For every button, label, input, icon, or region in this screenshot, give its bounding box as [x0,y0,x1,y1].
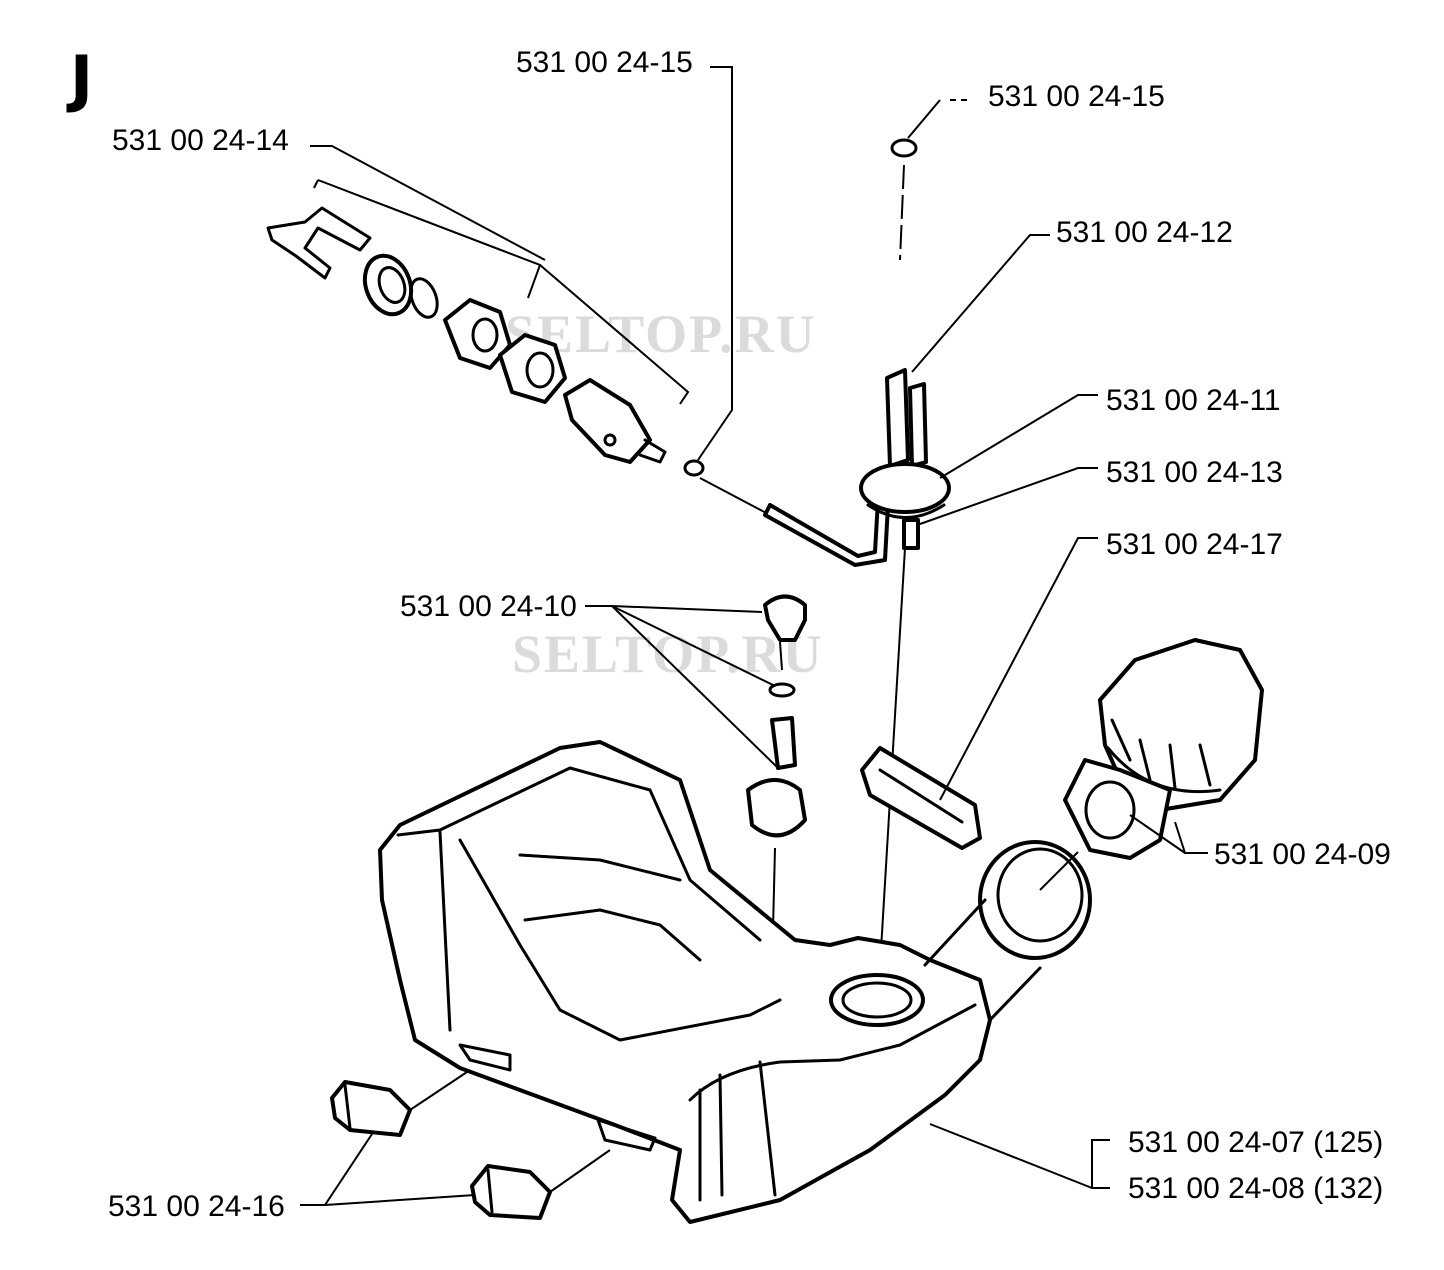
return-valve-parts [746,594,807,988]
fuel-cap [978,638,1264,960]
label-531-00-24-16: 531 00 24-16 [108,1190,285,1223]
label-531-00-24-15-b: 531 00 24-15 [988,80,1165,113]
vent-assembly [859,138,951,1001]
label-531-00-24-07: 531 00 24-07 (125) [1128,1126,1383,1159]
label-531-00-24-08: 531 00 24-08 (132) [1128,1172,1383,1205]
label-531-00-24-15-a: 531 00 24-15 [516,46,693,79]
label-531-00-24-17: 531 00 24-17 [1106,528,1283,561]
label-531-00-24-10: 531 00 24-10 [400,590,577,623]
label-531-00-24-12: 531 00 24-12 [1056,216,1233,249]
grommet [860,746,982,850]
label-531-00-24-13: 531 00 24-13 [1106,456,1283,489]
fuel-tank [378,740,1042,1224]
rubber-feet [330,1069,611,1220]
fuel-pickup-assembly [266,179,890,567]
label-531-00-24-09: 531 00 24-09 [1214,838,1391,871]
label-531-00-24-11: 531 00 24-11 [1106,384,1281,417]
section-letter: J [66,42,93,115]
label-531-00-24-14: 531 00 24-14 [112,124,289,157]
leader-lines [300,66,1208,1206]
